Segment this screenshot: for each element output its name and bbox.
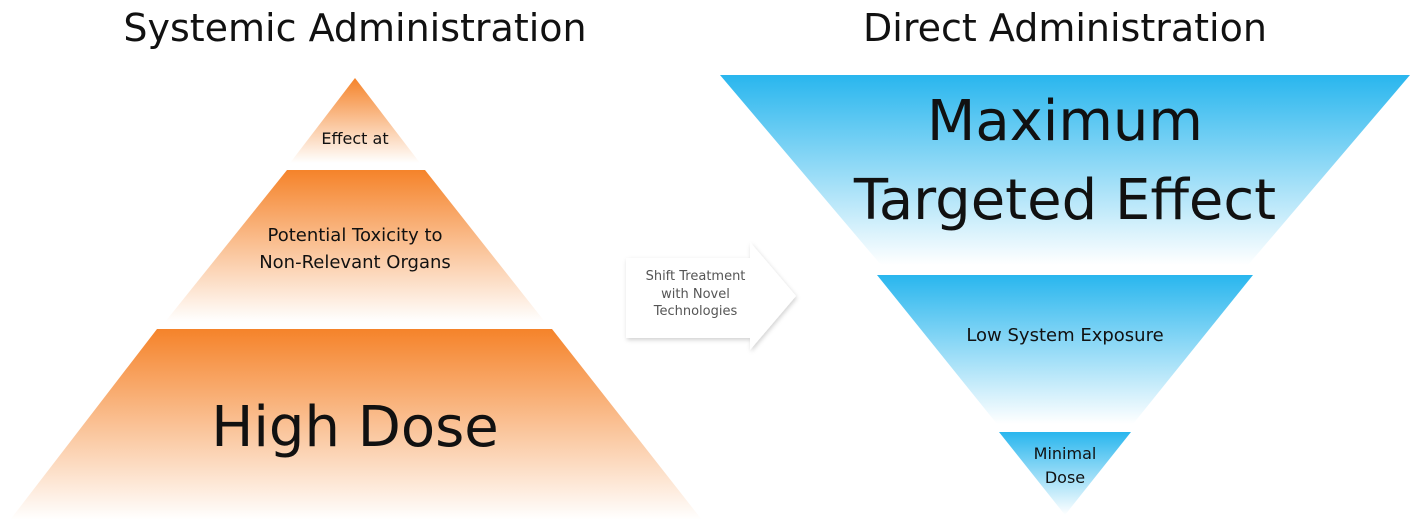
inverted-top-label-line2: Targeted Effect	[853, 168, 1277, 233]
inverted-middle-segment	[877, 275, 1253, 424]
pyramid-middle-label-line1: Potential Toxicity to	[267, 225, 443, 246]
pyramid-bottom-segment	[10, 329, 702, 520]
inverted-bottom-segment	[999, 432, 1131, 515]
shift-arrow-label: Shift Treatment with Novel Technologies	[628, 268, 763, 321]
inverted-bottom-label-line1: Minimal	[1033, 444, 1097, 463]
shift-arrow-line1: Shift Treatment	[645, 269, 746, 284]
pyramid-top-segment	[290, 78, 420, 163]
inverted-top-segment	[720, 75, 1410, 265]
shift-arrow-line3: Technologies	[653, 304, 738, 320]
inverted-top-label-line1: Maximum	[927, 89, 1203, 154]
pyramid-bottom-label: High Dose	[211, 395, 499, 460]
pyramid-middle-label: Potential Toxicity to Non-Relevant Organ…	[205, 222, 505, 276]
inverted-middle-label: Low System Exposure	[966, 325, 1164, 346]
inverted-bottom-label-line2: Dose	[1044, 468, 1086, 487]
pyramid-middle-label-line2: Non-Relevant Organs	[259, 252, 451, 273]
shift-arrow-line2: with Novel	[661, 286, 730, 302]
systemic-title: Systemic Administration	[123, 6, 587, 50]
inverted-top-label: Maximum Targeted Effect	[815, 82, 1315, 240]
direct-title: Direct Administration	[863, 6, 1267, 50]
pyramid-middle-segment	[165, 170, 545, 322]
shift-arrow	[626, 242, 796, 350]
pyramid-top-label: Effect at	[321, 129, 389, 148]
inverted-bottom-label: Minimal Dose	[1005, 442, 1125, 490]
